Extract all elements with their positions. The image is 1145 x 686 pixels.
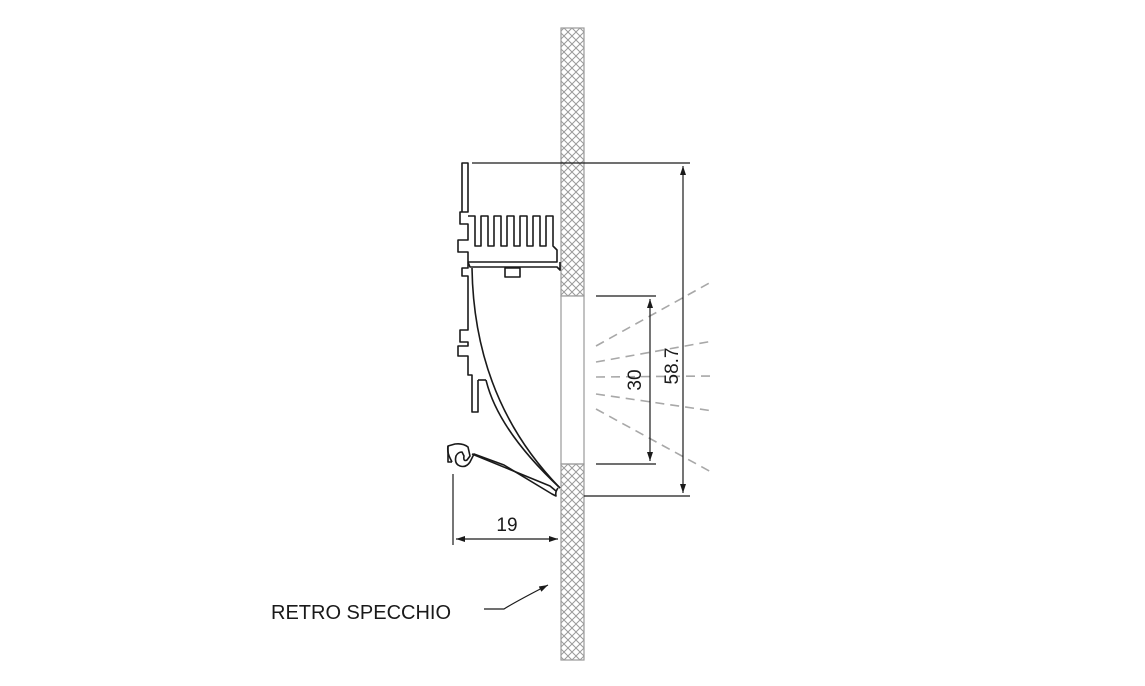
- dimension-total-height: [472, 162, 690, 497]
- dimension-total-height-label: 58.7: [662, 348, 683, 385]
- mirror-back-leader: [484, 584, 549, 610]
- mirror-panel-lower: [560, 463, 585, 661]
- dimension-depth: [452, 474, 558, 545]
- mirror-back-label: RETRO SPECCHIO: [271, 602, 451, 624]
- mirror-panel-upper: [560, 27, 585, 297]
- aluminium-profile: [446, 162, 561, 497]
- mirror-panel: [560, 27, 585, 661]
- light-rays: [595, 280, 714, 474]
- dimension-opening-height: [596, 295, 656, 465]
- dimension-opening-height-label: 30: [625, 369, 646, 390]
- mirror-opening: [560, 295, 585, 465]
- dimension-depth-label: 19: [496, 515, 517, 536]
